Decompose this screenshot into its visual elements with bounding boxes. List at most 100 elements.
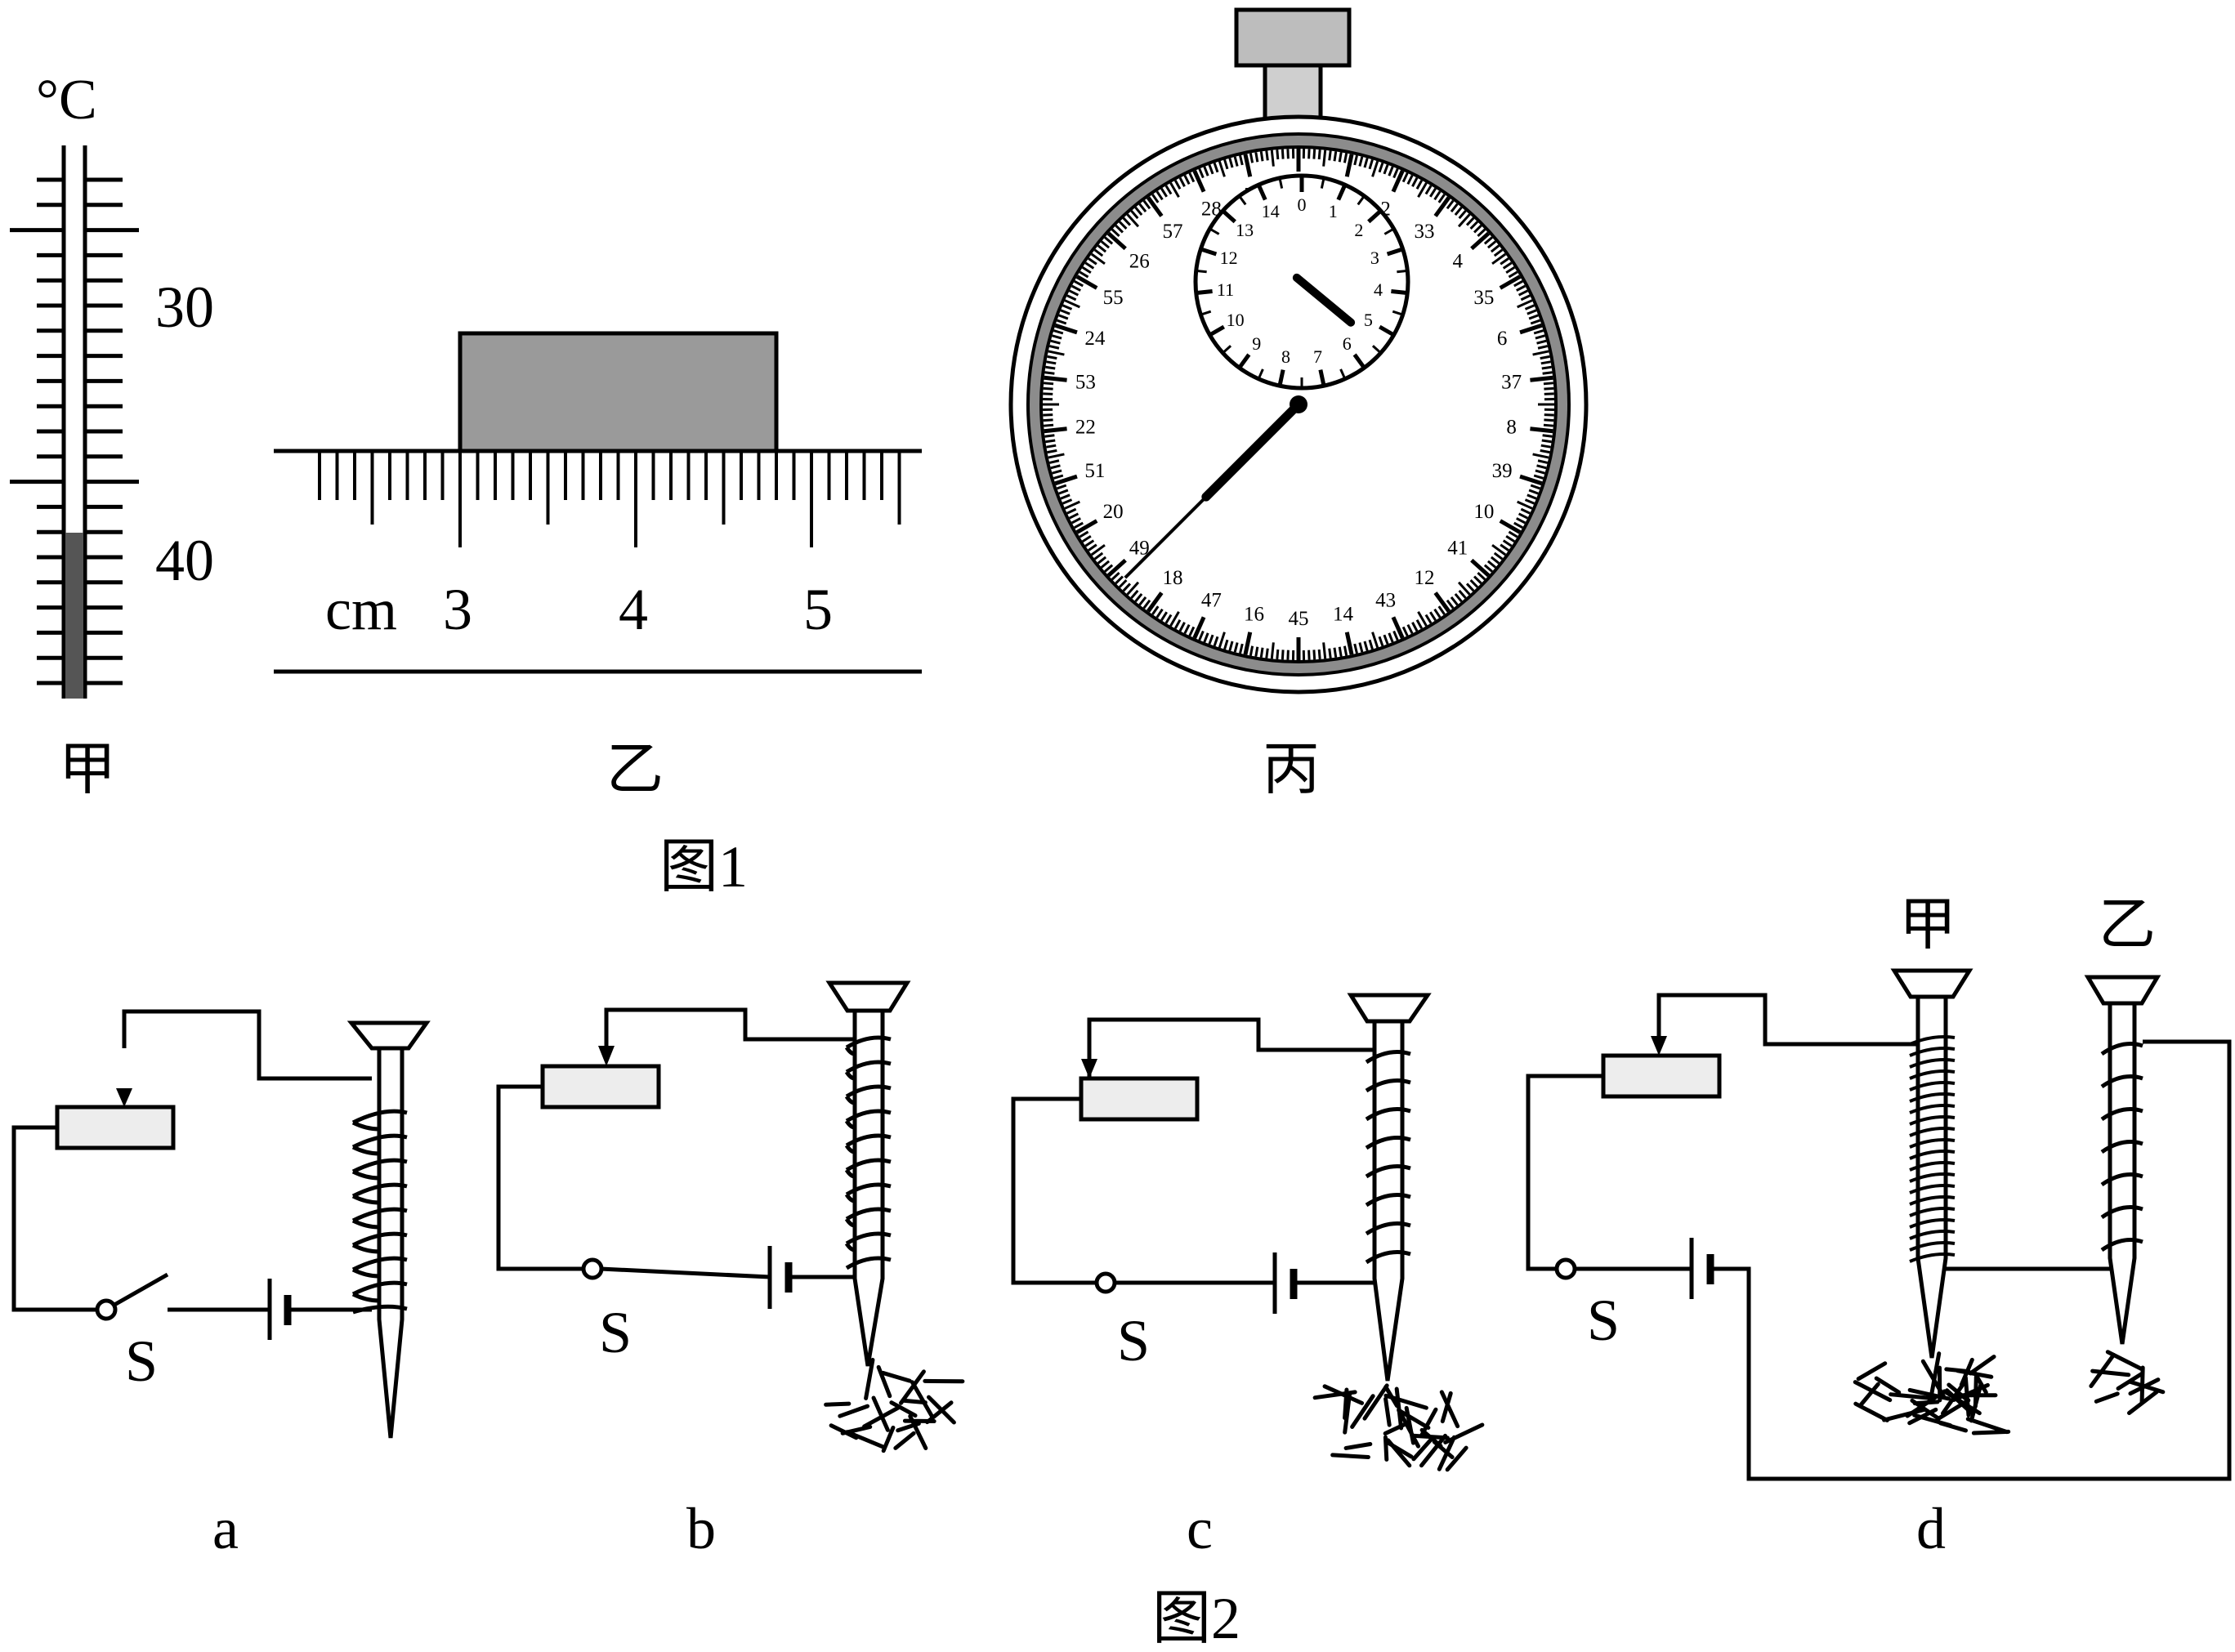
stopwatch-inner-tick — [1357, 196, 1365, 206]
stopwatch-outer-tick — [1537, 345, 1549, 350]
stopwatch-outer-tick — [1044, 434, 1055, 438]
stopwatch-outer-tick — [1371, 632, 1379, 649]
stopwatch-outer-tick — [1406, 623, 1414, 635]
stopwatch-outer-tick — [1062, 498, 1073, 505]
stopwatch-crown-top — [1234, 7, 1352, 68]
stopwatch-outer-tick — [1126, 213, 1140, 228]
stopwatch-outer-tick — [1084, 261, 1095, 270]
panel-b-label: b — [686, 1496, 716, 1561]
switch-b-blade — [600, 1266, 771, 1279]
stopwatch-outer-tick — [1477, 571, 1486, 581]
paperclips-b — [824, 1357, 965, 1453]
stopwatch-outer-tick — [1528, 314, 1539, 320]
paperclip — [927, 1395, 956, 1425]
stopwatch-inner-label: 11 — [1217, 279, 1234, 300]
stopwatch-outer-tick — [1126, 581, 1140, 596]
stopwatch-outer-tick — [1118, 221, 1128, 230]
stopwatch-outer-tick — [1043, 382, 1054, 386]
stopwatch-outer-tick — [1218, 632, 1226, 649]
stopwatch-outer-tick — [1043, 418, 1053, 422]
stopwatch-outer-tick — [1249, 153, 1254, 163]
stopwatch-outer-tick — [1192, 616, 1206, 639]
stopwatch-outer-label: 18 — [1163, 567, 1183, 589]
stopwatch-outer-tick — [1134, 206, 1143, 217]
paperclip — [1856, 1361, 1888, 1382]
paperclip — [864, 1357, 875, 1400]
stopwatch-outer-label: 37 — [1501, 372, 1522, 394]
switch-a-label: S — [125, 1328, 158, 1394]
stopwatch-outer-tick — [1541, 439, 1552, 444]
stopwatch-outer-tick — [1540, 355, 1550, 360]
thermometer-name: 甲 — [59, 739, 116, 801]
stopwatch-outer-tick — [1043, 392, 1053, 395]
paperclip — [881, 1370, 912, 1383]
stopwatch-outer-tick — [1344, 154, 1354, 177]
stopwatch-outer-tick — [1053, 329, 1064, 335]
stopwatch-outer-tick — [1276, 149, 1280, 160]
stopwatch-outer-tick — [1178, 176, 1186, 187]
paperclip — [893, 1431, 916, 1450]
paperclip — [1383, 1421, 1410, 1436]
stopwatch-inner-tick — [1209, 324, 1225, 337]
stopwatch-inner-tick — [1320, 179, 1325, 189]
stopwatch-outer-tick — [1437, 605, 1446, 615]
paperclip — [1859, 1382, 1880, 1407]
stopwatch-outer-tick — [1160, 187, 1168, 198]
stopwatch-inner-tick — [1339, 368, 1346, 378]
paperclip — [2089, 1352, 2117, 1389]
stopwatch-inner-tick — [1383, 228, 1393, 235]
stopwatch-inner-tick — [1386, 248, 1402, 257]
stopwatch-outer-tick — [1213, 636, 1219, 647]
stopwatch-outer-label: 24 — [1084, 328, 1106, 350]
stopwatch-outer-tick — [1044, 375, 1067, 382]
switch-d-label: S — [1587, 1288, 1620, 1353]
slider-arrow-c — [1081, 1059, 1097, 1078]
stopwatch-outer-tick — [1270, 150, 1275, 167]
stopwatch-outer-tick — [1058, 489, 1069, 495]
stopwatch-outer-tick — [1259, 151, 1264, 162]
stopwatch-outer-tick — [1106, 231, 1127, 251]
stopwatch-outer-tick — [1437, 194, 1446, 203]
stopwatch-outer-tick — [1401, 172, 1409, 183]
paperclip — [1397, 1408, 1431, 1430]
stopwatch-outer-tick — [1054, 474, 1078, 486]
stopwatch-outer-tick — [1527, 493, 1537, 500]
stopwatch-outer-tick — [1056, 484, 1067, 490]
stopwatch-inner-tick — [1397, 270, 1406, 274]
stopwatch-outer-tick — [1499, 275, 1522, 290]
paperclip — [1889, 1392, 1933, 1400]
stopwatch-outer-label: 35 — [1473, 287, 1494, 309]
switch-d-pivot — [1554, 1257, 1577, 1280]
paperclip — [1440, 1391, 1453, 1424]
stopwatch-outer-tick — [1090, 544, 1106, 556]
stopwatch-outer-tick — [1233, 156, 1239, 167]
stopwatch-outer-label: 8 — [1506, 416, 1517, 438]
stopwatch-inner-tick — [1239, 196, 1247, 206]
stopwatch-outer-tick — [1429, 611, 1437, 622]
rheostat-b — [540, 1064, 661, 1110]
stopwatch-inner-tick — [1238, 353, 1251, 368]
stopwatch-outer-tick — [1392, 630, 1399, 641]
stopwatch-outer-tick — [1465, 217, 1475, 226]
wire-a-left — [11, 1125, 97, 1312]
stopwatch-inner-label: 7 — [1313, 346, 1322, 367]
paperclip — [1874, 1376, 1902, 1395]
stopwatch-outer-tick — [1317, 649, 1321, 660]
stopwatch-outer-tick — [1322, 150, 1327, 167]
paperclip — [1971, 1429, 2011, 1435]
stopwatch-outer-tick — [1533, 474, 1544, 480]
stopwatch-outer-tick — [1433, 592, 1451, 613]
stopwatch-outer-tick — [1198, 167, 1205, 179]
paperclip — [1439, 1390, 1460, 1429]
paperclip — [1383, 1396, 1392, 1427]
stopwatch-outer-tick — [1500, 543, 1509, 551]
stopwatch-outer-tick — [1045, 439, 1056, 444]
paperclips-d-jia — [1853, 1351, 2011, 1435]
stopwatch-outer-tick — [1138, 203, 1147, 213]
paperclip — [1853, 1401, 1889, 1422]
panel-c: S c — [1011, 993, 1485, 1561]
stopwatch-outer-tick — [1064, 500, 1080, 510]
stopwatch-outer-tick — [1505, 266, 1516, 274]
stopwatch-outer-tick — [1368, 159, 1374, 170]
stopwatch-outer-tick — [1391, 170, 1405, 193]
